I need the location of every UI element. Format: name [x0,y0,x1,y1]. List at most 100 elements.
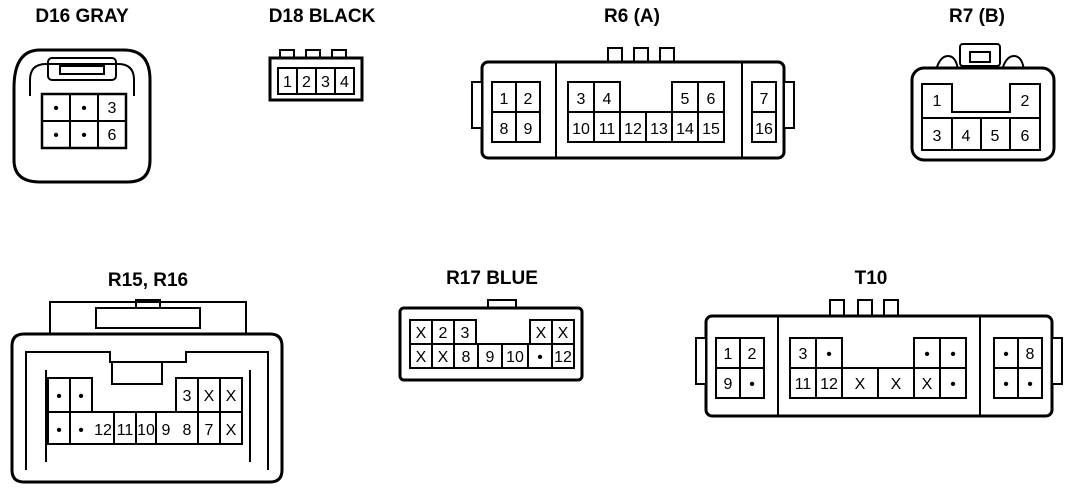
connector-t10-pin: 11 [795,376,812,393]
connector-r6-pin: 16 [755,121,773,138]
connector-d16-pin: • [53,100,59,117]
connector-t10-pin: X [855,376,866,393]
connector-r7-pin: 5 [991,128,1000,145]
connector-r17-pin: • [537,349,543,366]
connector-r15-pin: 8 [183,422,192,439]
connector-r15-pin: • [56,422,62,439]
connector-t10-pin: • [924,346,930,363]
connector-d16-pin: • [53,127,59,144]
connector-t10-pin: • [749,376,755,393]
connector-r6-label: R6 (A) [604,6,660,27]
connector-r6-pin: 15 [702,121,720,138]
connector-d18-label: D18 BLACK [269,6,376,27]
connector-r7-pin: 2 [1021,93,1030,110]
connector-d18-pin: 4 [340,74,349,91]
connector-r15-top-tab [135,299,161,309]
connector-t10-pin: • [1027,376,1033,393]
connector-r17-pin: X [558,325,569,342]
connector-r7-pin: 3 [933,128,942,145]
connector-r15-pin: • [56,388,62,405]
connector-r15-pin: 10 [137,422,155,439]
connector-d16-pin: 6 [108,127,117,144]
connector-r6-pin: 11 [599,121,616,138]
connector-r15-pin: 7 [205,422,214,439]
connector-r17-pin: X [416,349,427,366]
connector-r6-pin: 7 [760,91,769,108]
connector-r15-pin: 11 [117,422,134,439]
connector-t10-pin: • [950,376,956,393]
connector-r7-label: R7 (B) [949,6,1005,27]
connector-d18-pin: 2 [302,74,311,91]
connector-t10-pin: • [1003,346,1009,363]
connector-r17-pin: 10 [506,349,524,366]
connector-r6-pin: 2 [524,91,533,108]
connector-t10-pin: • [826,346,832,363]
connector-t10-label: T10 [855,268,888,289]
connector-r17-pin: X [438,349,449,366]
connector-d16: D16 GRAY • • 3 • • 6 [12,6,152,184]
connector-r15-key [111,361,163,385]
connector-t10-pin: 1 [724,346,733,363]
connector-r15: R15, R16 • • 3 X X • • 12 11 10 9 8 7 X [10,270,284,484]
connector-t10-pin: • [950,346,956,363]
connector-r17: R17 BLUE X 2 3 X X X X 8 9 10 • 12 [398,268,584,382]
connector-d16-latch [47,57,117,81]
connector-r15-pin: X [226,422,237,439]
connector-r6-pin: 13 [650,121,668,138]
connector-r6-pin: 8 [500,121,509,138]
connector-r15-pin: X [204,388,215,405]
connector-d16-pin: • [81,100,87,117]
connector-r15-top-cap [49,301,247,334]
connector-r15-pin: • [78,422,84,439]
connector-r6-tabs [607,47,675,62]
connector-r7-latch-slot [969,51,991,63]
connector-r17-pin: X [416,325,427,342]
connector-r6: R6 (A) 1 2 8 9 3 4 5 6 10 11 12 13 14 15 [471,6,795,160]
connector-r17-pin: 8 [462,349,471,366]
connector-d16-label: D16 GRAY [35,6,129,27]
connector-d16-pin: 3 [108,100,117,117]
connector-r6-pin: 9 [524,121,533,138]
connector-r15-pin: • [78,388,84,405]
connector-r6-pin: 10 [572,121,590,138]
connector-r7: R7 (B) 1 2 3 4 5 6 [910,6,1056,162]
connector-d18-pin: 3 [321,74,330,91]
connector-d18-pin: 1 [283,74,292,91]
connector-r17-pin: 9 [486,349,495,366]
connector-r15-pin: 9 [162,422,171,439]
connector-r6-pin: 3 [577,91,586,108]
connector-r17-pin: 3 [461,325,470,342]
connector-t10-pin: X [922,376,933,393]
connector-r7-bump [935,54,959,71]
connector-r15-top-slot [95,307,201,329]
connector-r6-pin: 1 [500,91,509,108]
connector-r17-label: R17 BLUE [446,268,538,289]
connector-r6-pin: 14 [676,121,694,138]
connector-r6-pin: 5 [681,91,690,108]
connector-t10: T10 1 2 9 • 3 • • • 11 12 X X X • [695,268,1063,418]
connector-d16-pin: • [81,127,87,144]
connector-t10-side-latch [695,337,707,385]
connector-d16-latch-slot [59,65,105,75]
connector-t10-pin: 2 [748,346,757,363]
connector-r6-pin: 6 [707,91,716,108]
connector-d16-inner-outline [29,63,135,96]
connector-r6-pin: 4 [603,91,612,108]
connector-r17-pin: X [536,325,547,342]
connector-r15-pin: 12 [94,422,112,439]
connector-t10-pin: 8 [1026,346,1035,363]
connector-r15-pin: X [226,388,237,405]
connector-t10-pin: 3 [799,346,808,363]
connector-r17-pin: 2 [439,325,448,342]
connector-r7-pin: 4 [962,128,971,145]
connector-t10-side-latch [1051,337,1063,385]
connector-r6-side-latch [471,81,483,129]
connector-r6-pin: 12 [624,121,642,138]
connector-t10-tabs [829,299,899,316]
connector-d18: D18 BLACK 1 2 3 4 [268,6,376,102]
connector-r7-latch [959,43,1001,67]
connector-r7-pin: 1 [933,93,942,110]
connector-r6-side-latch [783,81,795,129]
